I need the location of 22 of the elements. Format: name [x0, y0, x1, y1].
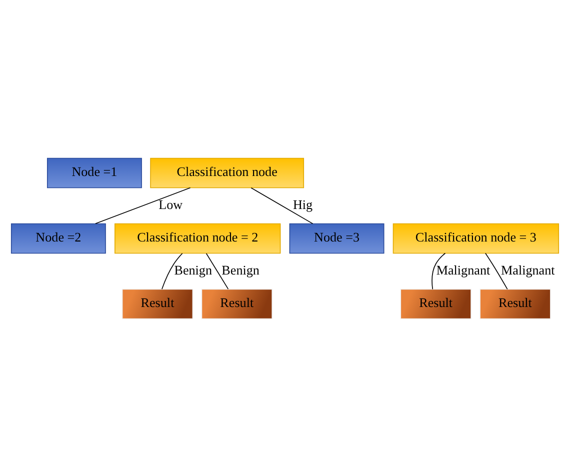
node-box: Result — [480, 288, 551, 319]
node-box: Classification node = 2 — [114, 222, 281, 254]
node-box: Result — [122, 288, 194, 319]
node-box: Node =2 — [10, 222, 106, 254]
node-box: Classification node = 3 — [392, 222, 560, 254]
connector — [250, 186, 314, 224]
edge-label: Malignant — [436, 262, 490, 277]
node-box: Node =3 — [289, 222, 384, 254]
connector — [162, 252, 183, 289]
node-box: Classification node — [150, 157, 304, 188]
edge-label: Hig — [292, 196, 313, 212]
connector — [206, 252, 229, 289]
connector — [95, 186, 191, 224]
node-box: Result — [201, 288, 273, 319]
edge-label: Low — [158, 196, 183, 212]
node-box: Result — [400, 288, 472, 319]
edge-label: Benign — [174, 262, 212, 277]
edge-label: Malignant — [501, 262, 555, 277]
edge-label: Benign — [222, 262, 260, 277]
connector — [432, 252, 446, 290]
connector — [485, 252, 508, 290]
node-box: Node =1 — [46, 157, 142, 188]
